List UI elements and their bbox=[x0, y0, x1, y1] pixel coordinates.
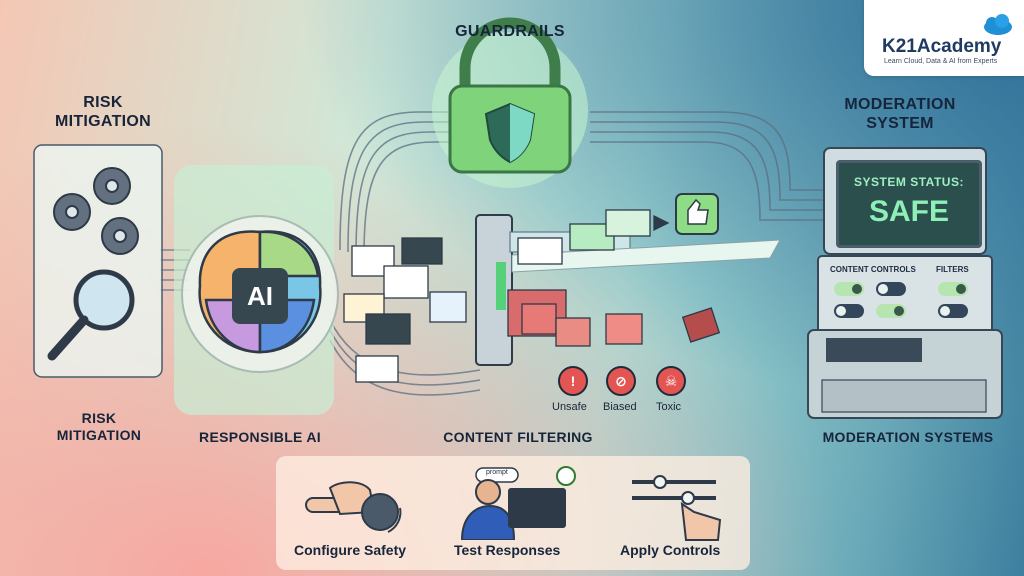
filter-toggle-2[interactable] bbox=[938, 304, 968, 318]
skull-icon: ☠ bbox=[656, 366, 686, 396]
moderation-systems-caption: MODERATION SYSTEMS bbox=[822, 429, 994, 445]
moderation-system-title: MODERATION SYSTEM bbox=[844, 96, 956, 132]
content-controls-label: CONTENT CONTROLS bbox=[830, 265, 916, 274]
system-status-screen: SYSTEM STATUS: SAFE bbox=[836, 160, 982, 248]
filter-toggle-1[interactable] bbox=[938, 282, 968, 296]
status-heading: SYSTEM STATUS: bbox=[854, 175, 964, 189]
filters-label: FILTERS bbox=[936, 265, 969, 274]
safety-dial-icon bbox=[305, 481, 402, 533]
flag-unsafe-label: Unsafe bbox=[552, 401, 587, 413]
content-toggle-1[interactable] bbox=[834, 282, 864, 296]
k21academy-logo[interactable]: K21Academy Learn Cloud, Data & AI from E… bbox=[864, 0, 1024, 76]
content-filtering-caption: CONTENT FILTERING bbox=[443, 429, 593, 445]
content-toggle-3[interactable] bbox=[834, 304, 864, 318]
lock-shackle bbox=[459, 17, 561, 88]
status-value: SAFE bbox=[868, 195, 949, 228]
configure-safety-label: Configure Safety bbox=[294, 542, 407, 558]
gears-icon bbox=[53, 167, 139, 255]
content-toggle-2[interactable] bbox=[876, 282, 906, 296]
magnifier-icon bbox=[47, 269, 135, 361]
prompt-bubble-text: prompt bbox=[486, 469, 508, 476]
logo-brand: K21Academy bbox=[882, 36, 1002, 57]
ai-chip-icon: AI bbox=[232, 268, 288, 324]
apply-controls-label: Apply Controls bbox=[620, 542, 721, 558]
warning-icon: ! bbox=[558, 366, 588, 396]
server-icon bbox=[475, 214, 513, 366]
cloud-icon bbox=[984, 14, 1012, 35]
test-responses-label: Test Responses bbox=[454, 542, 561, 558]
logo-tagline: Learn Cloud, Data & AI from Experts bbox=[884, 58, 998, 65]
flag-biased-label: Biased bbox=[603, 401, 637, 413]
keyboard-icon bbox=[826, 338, 922, 362]
actions-panel: prompt Configure Safety Test Responses A… bbox=[276, 456, 750, 570]
thumbs-up-icon bbox=[675, 193, 719, 235]
input-documents bbox=[343, 237, 467, 383]
content-toggle-4[interactable] bbox=[876, 304, 906, 318]
blocked-content bbox=[507, 289, 721, 347]
slider-hand-icon bbox=[632, 475, 722, 541]
person-laptop-icon bbox=[460, 466, 576, 540]
risk-mitigation-title: RISK MITIGATION bbox=[54, 94, 152, 130]
responsible-ai-caption: RESPONSIBLE AI bbox=[199, 429, 321, 445]
safe-output-tray bbox=[511, 239, 781, 273]
safe-messages bbox=[517, 209, 670, 265]
flag-toxic-label: Toxic bbox=[656, 401, 682, 413]
risk-mitigation-caption: RISK MITIGATION bbox=[56, 410, 142, 443]
guardrails-label: GUARDRAILS bbox=[455, 23, 565, 40]
prohibited-icon: ⊘ bbox=[606, 366, 636, 396]
